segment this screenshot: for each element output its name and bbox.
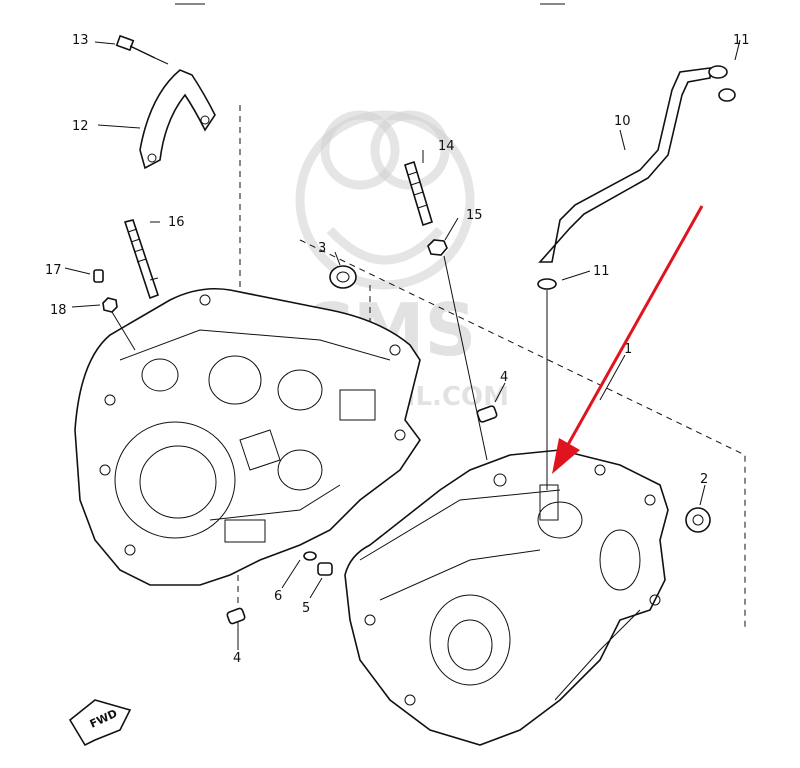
clip-11-upper — [708, 65, 736, 102]
callout-16: 16 — [168, 215, 185, 230]
callout-1: 1 — [624, 342, 632, 357]
oring-6 — [303, 551, 317, 561]
callout-12: 12 — [72, 119, 89, 134]
bearing-3 — [329, 265, 357, 289]
callout-15: 15 — [466, 208, 483, 223]
clip-11-lower — [537, 278, 557, 490]
stud-16 — [123, 219, 160, 300]
dowel-5 — [317, 562, 333, 576]
callout-labels: 13 12 16 17 18 14 15 3 10 11 11 1 4 2 6 … — [45, 33, 750, 666]
dowel-4-upper — [476, 405, 498, 423]
bolt-13 — [115, 34, 169, 65]
pin-17 — [93, 269, 104, 283]
left-crankcase-half — [74, 287, 421, 586]
breather-hose-10 — [538, 67, 711, 263]
nut-15 — [427, 239, 488, 461]
callout-4-upper: 4 — [500, 370, 508, 385]
callout-4-lower: 4 — [233, 651, 241, 666]
callout-11-upper: 11 — [733, 33, 750, 48]
callout-17: 17 — [45, 263, 62, 278]
stud-14 — [404, 160, 433, 227]
right-crankcase-half — [344, 449, 669, 746]
callout-18: 18 — [50, 303, 67, 318]
callout-13: 13 — [72, 33, 89, 48]
callout-6: 6 — [274, 589, 282, 604]
seal-2 — [685, 507, 711, 533]
fwd-arrow: FWD — [68, 699, 132, 747]
callout-3: 3 — [318, 241, 326, 256]
callout-5: 5 — [302, 601, 310, 616]
callout-11-lower: 11 — [593, 264, 610, 279]
dowel-4-lower — [226, 607, 246, 625]
red-pointer-arrow — [552, 205, 704, 474]
callout-2: 2 — [700, 472, 708, 487]
bracket-12 — [139, 69, 216, 170]
leader-lines — [64, 39, 741, 650]
nut-18 — [102, 297, 136, 351]
callout-14: 14 — [438, 139, 455, 154]
callout-10: 10 — [614, 114, 631, 129]
